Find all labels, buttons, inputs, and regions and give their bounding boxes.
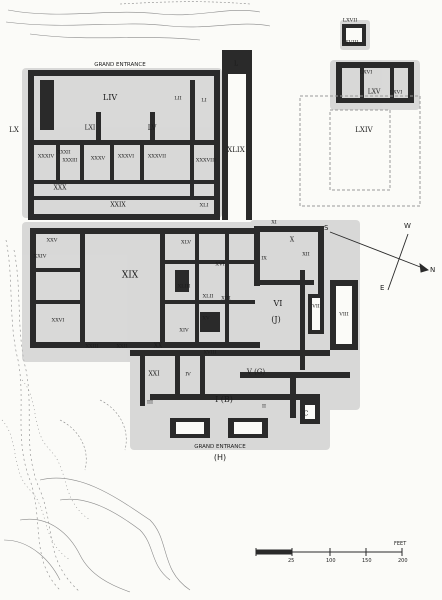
walls — [28, 24, 414, 438]
room-label-lxvi: LXVI — [360, 70, 372, 76]
room-label-lxiv: LXIV — [355, 126, 373, 134]
room-label-xlv: XLV — [181, 240, 191, 246]
room-label-i: I (B) — [215, 395, 233, 404]
scale-tick-2: 150 — [362, 558, 372, 564]
scale-unit: FEET — [394, 541, 407, 547]
room-label-lv: LV — [148, 124, 158, 132]
scale-tick-0: 25 — [288, 558, 294, 564]
room-label-xxii: XXII — [116, 344, 127, 350]
room-label-xlii: XLII — [203, 294, 214, 300]
room-label-xxx: XXX — [54, 185, 68, 192]
room-label-xxv: XXV — [47, 238, 58, 244]
room-label-xii: XII — [302, 252, 310, 258]
room-label-lx: LX — [9, 126, 19, 134]
room-label-xxxiv: XXXIV — [38, 154, 55, 160]
room-label-xiv: XIV — [179, 328, 189, 334]
room-label-xlix: XLIX — [227, 146, 244, 154]
room-label-liv: LIV — [103, 93, 117, 102]
room-label-xxvi: XXVI — [52, 318, 65, 324]
room-label-xxxviii: XXXVIII — [196, 158, 216, 164]
room-label-xxix: XXIX — [110, 202, 126, 209]
room-label-xliii: XLIII — [178, 284, 191, 290]
room-label-xxi: XXI — [149, 371, 161, 378]
scale-tick-3: 200 — [398, 558, 408, 564]
room-label-xi: XI — [271, 220, 277, 226]
scale-bar — [255, 548, 403, 556]
bottom-entrance-label: GRAND ENTRANCE — [194, 444, 246, 450]
room-label-xxxii: XXXII — [57, 150, 70, 156]
room-label-xxxvii: XXXVII — [148, 154, 166, 160]
scale-tick-1: 100 — [326, 558, 336, 564]
room-label-c: C — [304, 411, 309, 418]
compass-e: E — [380, 284, 384, 292]
room-label-xx: XX — [154, 343, 163, 350]
room-label-xxxiii: XXXIII — [63, 158, 78, 164]
room-label-xvi: XVI — [215, 262, 224, 268]
room-label-lii: LII — [174, 96, 181, 102]
room-label-xiii: XIII — [221, 296, 231, 302]
room-label-li: LI — [201, 98, 206, 104]
room-label-lxv: LXV — [368, 89, 381, 96]
room-label-v: V (G) — [246, 368, 266, 376]
room-label-xviii: XVIII — [203, 350, 216, 356]
room-label-xxiii: XXIII — [85, 344, 98, 350]
room-label-lxviii: LXVIII — [342, 40, 358, 46]
room-label-xli: XLI — [200, 203, 209, 209]
scale-tick-labels: 25 100 150 200 — [288, 558, 408, 564]
compass-w: W — [404, 222, 411, 230]
room-label-lxi: LXI — [85, 125, 96, 132]
compass-rose — [329, 231, 429, 291]
room-label-ix: IX — [261, 256, 267, 262]
room-label-vii: VII — [311, 304, 320, 310]
room-label-x: X — [290, 237, 295, 244]
room-label-lxvii: LXVII — [343, 18, 357, 24]
top-entrance-label: GRAND ENTRANCE — [94, 62, 146, 68]
room-label-xxxvi: XXXVI — [118, 154, 134, 160]
compass-s: S — [324, 224, 329, 232]
terrain-hatching — [1, 1, 271, 593]
room-label-lxvi2: LXVI — [390, 90, 402, 96]
room-label-xv: XV — [202, 316, 210, 322]
compass-n: N — [430, 266, 435, 274]
room-label-vi-sub: (J) — [271, 315, 280, 324]
room-label-xix: XIX — [122, 271, 139, 281]
room-label-viii: VIII — [338, 312, 349, 318]
room-label-vi: VI — [273, 299, 283, 308]
room-label-l: L — [234, 61, 238, 68]
ghost-walls — [299, 95, 421, 207]
room-label-xxxv: XXXV — [91, 156, 106, 162]
room-label-ii: II — [262, 404, 266, 410]
room-label-xxiv: XXIV — [34, 254, 47, 260]
room-label-iv: IV — [185, 372, 191, 378]
room-label-iii: III — [147, 400, 153, 406]
bottom-entrance-sublabel: (H) — [214, 453, 226, 462]
